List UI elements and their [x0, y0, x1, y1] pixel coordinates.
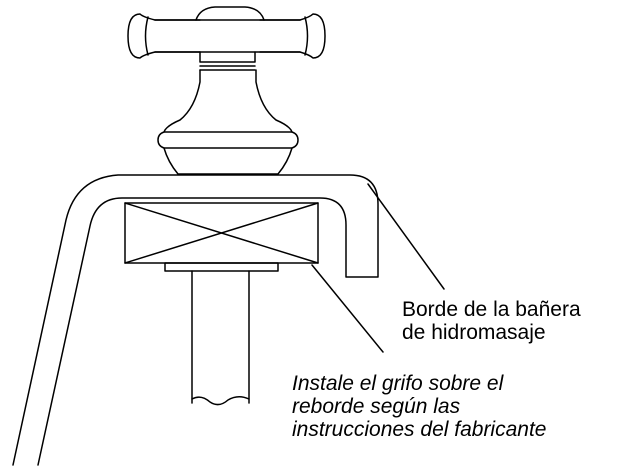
valve-ring — [157, 131, 299, 149]
instruction-label-line-3: instrucciones del fabricante — [292, 418, 547, 441]
mounting-block-diagonal-2 — [124, 202, 319, 264]
handle-arm-right-groove — [304, 16, 309, 56]
handle-arm-left — [127, 13, 201, 59]
valve-body — [157, 69, 299, 175]
cross-handle — [127, 6, 326, 71]
leader-line-instruction — [311, 264, 384, 353]
instruction-label: Instale el grifo sobre el reborde según … — [292, 372, 546, 441]
supply-pipe — [191, 270, 250, 406]
handle-center-cap — [195, 6, 265, 21]
valve-base — [163, 147, 293, 175]
instruction-label-line-1: Instale el grifo sobre el — [292, 372, 504, 395]
tub-edge-label: Borde de la bañera de hidromasaje — [402, 298, 581, 344]
washer — [164, 262, 279, 272]
leader-line-tub-edge — [367, 183, 445, 290]
tub-edge-label-line-1: Borde de la bañera — [402, 298, 581, 321]
mounting-block — [124, 202, 319, 264]
valve-neck — [163, 69, 293, 133]
tub-edge-label-line-2: de hidromasaje — [402, 321, 546, 344]
pipe-break-line — [191, 396, 250, 406]
tub-rim-outline — [12, 174, 379, 466]
instruction-label-line-2: reborde según las — [292, 395, 461, 418]
handle-arm-left-groove — [144, 16, 149, 56]
handle-stem-top — [199, 51, 256, 63]
handle-arm-right — [259, 13, 326, 59]
